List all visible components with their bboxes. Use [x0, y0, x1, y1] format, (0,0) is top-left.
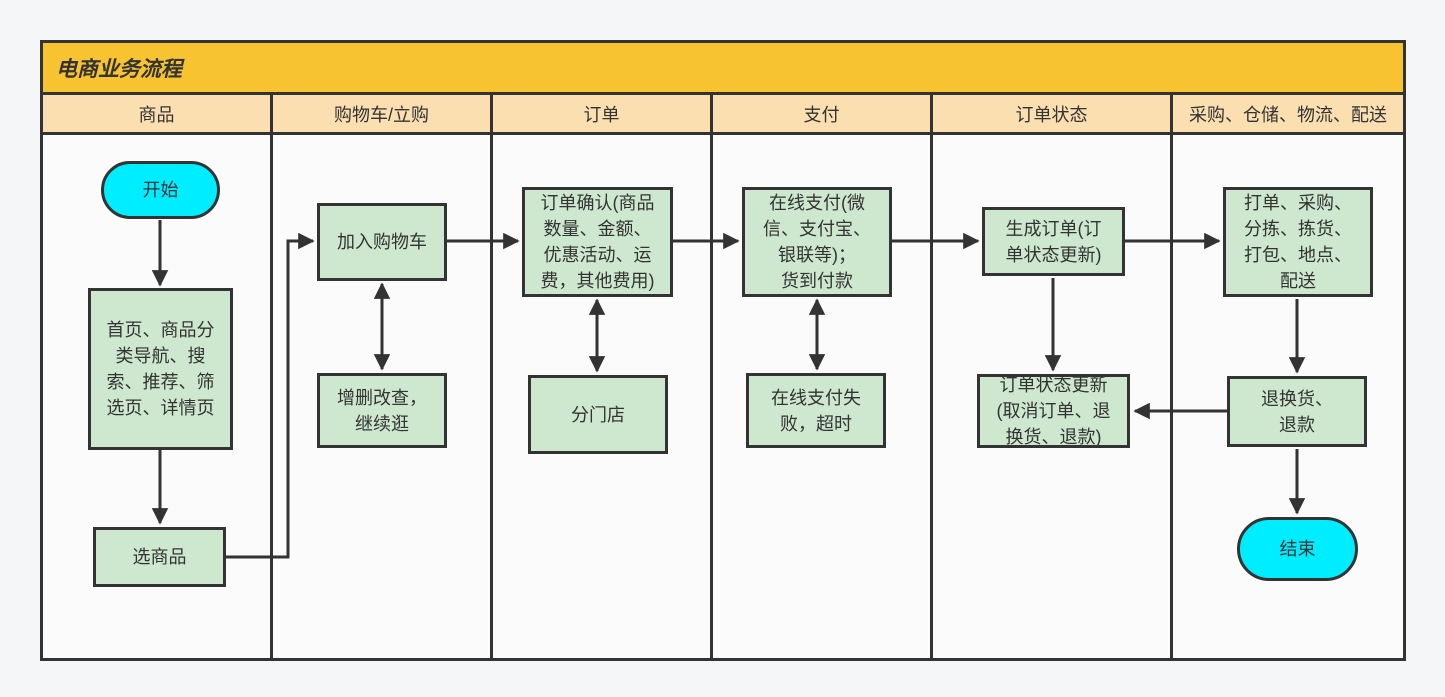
lane-header-row: 商品 购物车/立购 订单 支付 订单状态 采购、仓储、物流、配送 — [43, 95, 1403, 135]
lane-header-cart: 购物车/立购 — [273, 95, 493, 135]
lane-order-status — [933, 135, 1173, 658]
node-return-refund: 退换货、 退款 — [1227, 376, 1367, 447]
diagram-title-bar: 电商业务流程 — [43, 43, 1403, 95]
node-browse-pages: 首页、商品分 类导航、搜 索、推荐、筛 选页、详情页 — [88, 288, 233, 450]
lane-header-payment: 支付 — [713, 95, 933, 135]
node-select-product: 选商品 — [93, 527, 226, 587]
lane-payment — [713, 135, 933, 658]
lane-header-logistics: 采购、仓储、物流、配送 — [1173, 95, 1403, 135]
lane-header-order-status: 订单状态 — [933, 95, 1173, 135]
node-end: 结束 — [1237, 517, 1358, 581]
node-start: 开始 — [101, 161, 220, 219]
node-add-to-cart: 加入购物车 — [317, 203, 447, 281]
lane-body — [43, 135, 1403, 658]
node-payment-failed: 在线支付失 败，超时 — [746, 373, 886, 448]
diagram-title: 电商业务流程 — [56, 57, 182, 81]
lane-order — [493, 135, 713, 658]
node-split-store: 分门店 — [528, 375, 668, 454]
node-generate-order: 生成订单(订 单状态更新) — [982, 207, 1125, 276]
lane-header-product: 商品 — [43, 95, 273, 135]
node-fulfillment: 打单、采购、 分拣、拣货、 打包、地点、 配送 — [1223, 187, 1373, 297]
node-order-confirm: 订单确认(商品 数量、金额、 优惠活动、运 费，其他费用) — [522, 187, 673, 297]
node-cart-crud: 增删改查， 继续逛 — [317, 373, 447, 448]
flowchart-frame: 电商业务流程 商品 购物车/立购 订单 支付 订单状态 采购、仓储、物流、配送 — [40, 40, 1406, 661]
lane-header-order: 订单 — [493, 95, 713, 135]
lane-cart — [273, 135, 493, 658]
node-order-status-update: 订单状态更新 (取消订单、退 换货、退款) — [977, 374, 1130, 448]
node-online-payment: 在线支付(微 信、支付宝、 银联等)； 货到付款 — [742, 187, 892, 297]
